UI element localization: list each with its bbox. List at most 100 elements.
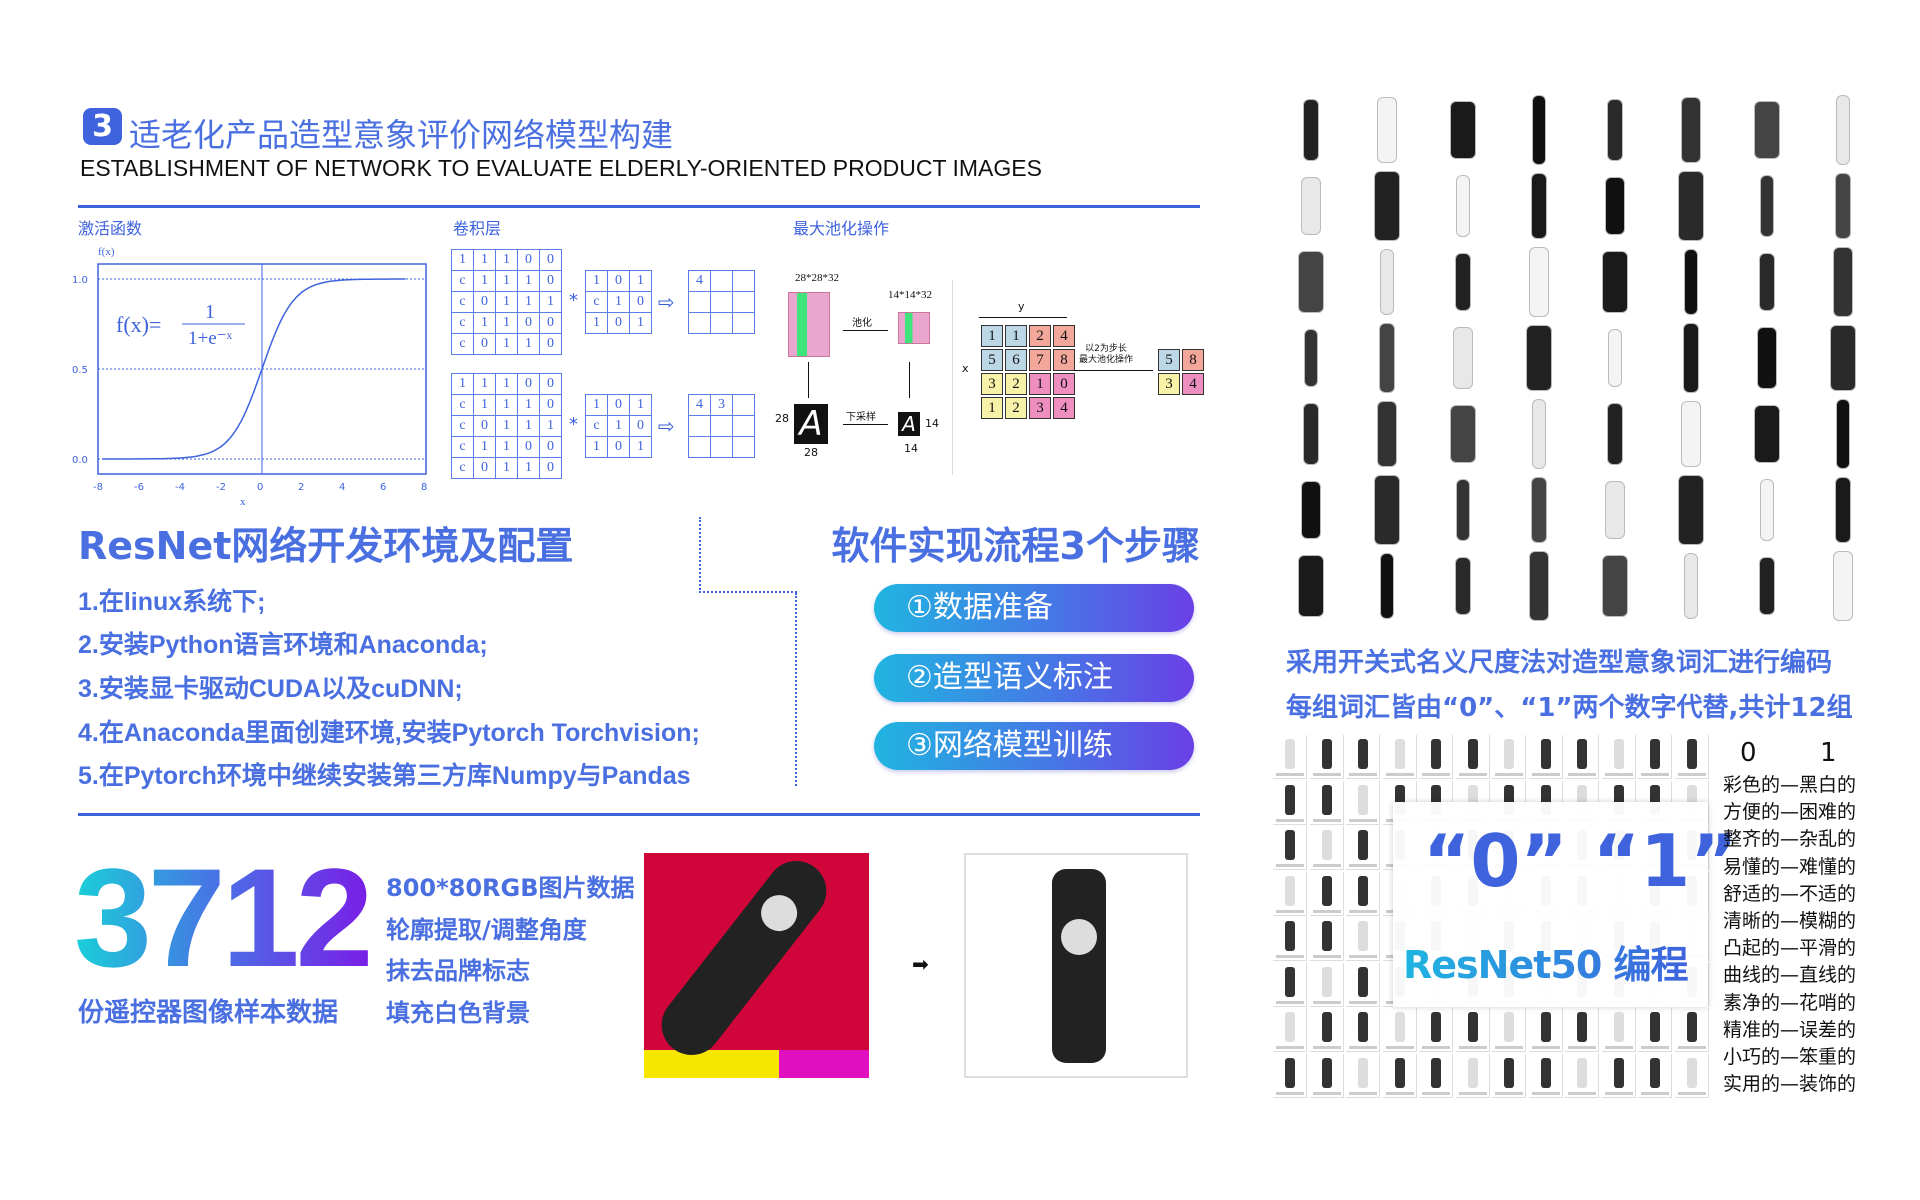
sample-thumbnail	[1419, 1053, 1453, 1098]
matrix-cell: c	[451, 333, 474, 355]
matrix-cell: 1	[473, 249, 496, 271]
word-pair: 素净的—花哨的	[1723, 991, 1857, 1014]
remote-thumbnail	[1607, 99, 1623, 161]
step-semantic-labeling: ②造型语义标注	[874, 654, 1194, 702]
matrix-cell: 1	[629, 394, 652, 416]
original-product-image	[644, 853, 869, 1078]
matrix-cell: 0	[607, 312, 630, 334]
sample-thumbnail	[1528, 1008, 1563, 1052]
sigmoid-xlabel: x	[240, 496, 246, 508]
sample-thumbnail	[1309, 1053, 1344, 1098]
remote-thumbnail	[1760, 175, 1774, 237]
matrix-cell: 5	[981, 349, 1003, 371]
overlay-quote: “0” “1”	[1423, 819, 1738, 903]
matrix-cell: 0	[607, 394, 630, 416]
matrix-cell: 1	[981, 397, 1003, 419]
matrix-cell: 1	[1029, 373, 1051, 395]
matrix-cell: 1	[517, 415, 540, 437]
matrix-cell: c	[451, 291, 474, 313]
matrix-cell: 1	[585, 270, 608, 292]
matrix-cell: 5	[1158, 349, 1180, 371]
sample-thumbnail	[1382, 1008, 1417, 1052]
sample-thumbnail	[1346, 780, 1380, 825]
formula-numerator: 1	[205, 301, 215, 323]
remote-thumbnail	[1684, 249, 1698, 315]
word-pair: 曲线的—直线的	[1723, 964, 1857, 987]
matrix-cell: 1	[539, 291, 562, 313]
matrix-cell: 1	[981, 325, 1003, 347]
word-pair: 整齐的—杂乱的	[1723, 828, 1857, 851]
matrix-cell: 3	[1029, 397, 1051, 419]
sample-thumbnail	[1419, 735, 1453, 779]
matrix-cell: 1	[495, 457, 518, 479]
x-tick-label: 6	[380, 482, 386, 493]
sample-thumbnail	[1309, 826, 1344, 870]
sample-thumbnail	[1674, 1053, 1709, 1098]
matrix-cell: c	[451, 457, 474, 479]
remote-thumbnail	[1531, 173, 1547, 239]
remote-thumbnail	[1529, 551, 1549, 621]
code-one-header: 1	[1820, 738, 1837, 768]
matrix-cell: c	[585, 291, 608, 313]
sample-thumbnail	[1273, 1008, 1307, 1052]
sample-thumbnail	[1565, 735, 1599, 779]
remote-thumbnail	[1377, 401, 1397, 467]
down-arrow	[808, 362, 809, 398]
remote-thumbnail	[1760, 479, 1774, 541]
sample-thumbnail	[1601, 1008, 1636, 1052]
sample-thumbnail	[1565, 1008, 1599, 1052]
remote-thumbnail	[1450, 405, 1476, 463]
matrix-cell: 4	[1053, 325, 1075, 347]
remote-photo	[649, 853, 839, 1068]
sample-thumbnail	[1528, 1053, 1563, 1098]
word-pair: 易懂的—难懂的	[1723, 855, 1857, 878]
remote-thumbnail	[1298, 555, 1324, 617]
matrix-cell: 4	[1182, 373, 1204, 395]
page-title: 适老化产品造型意象评价网络模型构建	[129, 116, 674, 154]
matrix-cell: 1	[629, 270, 652, 292]
remote-thumbnail	[1681, 97, 1701, 163]
matrix-cell: 1	[629, 436, 652, 458]
remote-thumbnail	[1607, 403, 1623, 465]
sigmoid-curve	[102, 278, 406, 460]
remote-thumbnail	[1456, 479, 1470, 541]
matrix-cell	[732, 270, 755, 292]
encoding-line-2: 每组词汇皆由“0”、“1”两个数字代替,共计12组	[1286, 693, 1853, 723]
sample-thumbnail	[1455, 1053, 1490, 1098]
volume-label-2: 14*14*32	[888, 289, 932, 301]
remote-thumbnail	[1455, 253, 1471, 311]
conv-output-1: 4	[688, 270, 755, 334]
matrix-cell: 1	[607, 415, 630, 437]
x-tick-label: -6	[134, 482, 144, 493]
x-tick-label: 2	[298, 482, 304, 493]
remote-thumbnail	[1608, 329, 1622, 387]
arrow-icon: ⇨	[658, 414, 675, 438]
remote-photo	[1052, 869, 1106, 1063]
preprocess-item: 800*80RGB图片数据	[386, 874, 635, 902]
x-tick-label: 4	[339, 482, 345, 493]
matrix-cell	[688, 415, 711, 437]
remote-thumbnail	[1374, 475, 1400, 545]
matrix-cell: 1	[473, 436, 496, 458]
sample-thumbnail	[1273, 1053, 1307, 1098]
sample-thumbnail	[1346, 1053, 1380, 1098]
matrix-cell: 1	[495, 415, 518, 437]
encoding-line-1: 采用开关式名义尺度法对造型意象词汇进行编码	[1286, 648, 1833, 678]
dim-label: 14	[925, 417, 939, 430]
matrix-cell: 1	[1005, 325, 1027, 347]
sample-thumbnail	[1273, 917, 1307, 961]
matrix-cell: 1	[473, 312, 496, 334]
env-heading: ResNet网络开发环境及配置	[78, 524, 574, 568]
matrix-cell	[732, 291, 755, 313]
remote-thumbnail	[1301, 177, 1321, 235]
section-number-badge: 3	[83, 108, 122, 145]
sample-caption: 份遥控器图像样本数据	[78, 998, 339, 1028]
matrix-cell: 1	[517, 270, 540, 292]
preprocess-item: 抹去品牌标志	[386, 957, 530, 985]
remote-thumbnail	[1836, 95, 1850, 165]
page-subtitle: ESTABLISHMENT OF NETWORK TO EVALUATE ELD…	[80, 155, 1042, 181]
matrix-cell	[710, 270, 733, 292]
matrix-cell: 1	[517, 394, 540, 416]
sample-thumbnail	[1309, 735, 1344, 779]
